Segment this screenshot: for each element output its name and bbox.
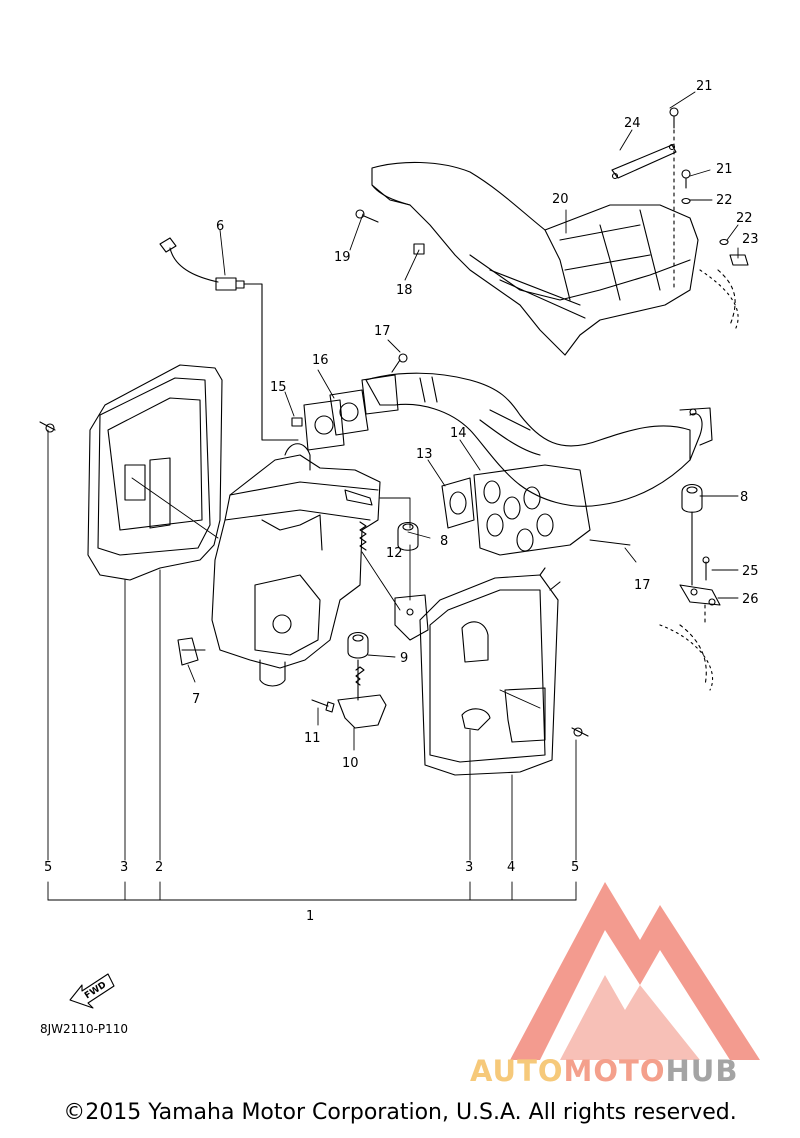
- oxygen-sensor: [159, 237, 299, 441]
- callout-1: 1: [306, 909, 314, 924]
- callout-labels: 21 24 21 22 20 22 23 19 18 6 17 16 15 13…: [44, 79, 759, 1001]
- damper-8-left: [397, 521, 419, 551]
- muffler-cover-right: [419, 567, 561, 776]
- watermark-part-moto: MOTO: [563, 1054, 666, 1088]
- fwd-arrow-icon: [69, 973, 115, 1009]
- callout-8: 8: [740, 490, 748, 505]
- dotted-hints: [659, 269, 739, 691]
- stay-26: [679, 584, 721, 606]
- manifold-flange: [473, 464, 591, 556]
- callout-5: 5: [44, 860, 52, 875]
- bolt-25: [702, 556, 710, 581]
- callout-12: 12: [386, 546, 403, 561]
- callout-21: 21: [696, 79, 713, 94]
- callout-17: 17: [634, 578, 651, 593]
- bracket-10: [337, 659, 387, 729]
- callout-7: 7: [192, 692, 200, 707]
- callout-25: 25: [742, 564, 759, 579]
- manifold-gasket: [441, 477, 475, 529]
- bolt-21-lower: [681, 169, 691, 189]
- callout-14: 14: [450, 426, 467, 441]
- callout-20: 20: [552, 192, 569, 207]
- gasket-16: [329, 389, 369, 436]
- callout-16: 16: [312, 353, 329, 368]
- callout-3: 3: [465, 860, 473, 875]
- nut-23: [729, 254, 749, 266]
- damper-8-right: [681, 483, 703, 513]
- callout-19: 19: [334, 250, 351, 265]
- callout-22: 22: [716, 193, 733, 208]
- watermark-part-hub: HUB: [665, 1054, 739, 1088]
- watermark-text: AUTOMOTOHUB: [470, 1054, 738, 1088]
- screw-11: [311, 699, 335, 713]
- watermark-part-auto: AUTO: [470, 1054, 564, 1088]
- flange-15: [303, 399, 345, 451]
- callout-6: 6: [216, 219, 224, 234]
- stay-bracket: [611, 143, 677, 180]
- bolt-17-upper: [391, 353, 408, 373]
- callout-5: 5: [571, 860, 579, 875]
- callout-8: 8: [440, 534, 448, 549]
- callout-11: 11: [304, 731, 321, 746]
- damper-7: [177, 637, 206, 666]
- callout-4: 4: [507, 860, 515, 875]
- callout-3: 3: [120, 860, 128, 875]
- callout-24: 24: [624, 116, 641, 131]
- spring-12: [359, 521, 367, 551]
- callout-9: 9: [400, 651, 408, 666]
- callout-17: 17: [374, 324, 391, 339]
- bolt-15: [291, 417, 303, 427]
- bolt-21-upper: [669, 107, 679, 129]
- exhaust-header-pipe: [365, 372, 713, 507]
- screw-5-left: [39, 421, 56, 433]
- callout-23: 23: [742, 232, 759, 247]
- screw-5-right: [571, 727, 589, 737]
- callout-18: 18: [396, 283, 413, 298]
- callout-22: 22: [736, 211, 753, 226]
- collar-18: [413, 243, 425, 255]
- callout-2: 2: [155, 860, 163, 875]
- copyright-notice: ©2015 Yamaha Motor Corporation, U.S.A. A…: [63, 1100, 737, 1125]
- washer-22-a: [681, 197, 691, 205]
- diagram-code: 8JW2110-P110: [40, 1022, 129, 1036]
- washer-22-b: [719, 238, 729, 246]
- bolt-19: [355, 209, 379, 223]
- muffler-cover-left: [87, 364, 223, 581]
- callout-10: 10: [342, 756, 359, 771]
- damper-9: [347, 631, 369, 659]
- callout-21: 21: [716, 162, 733, 177]
- callout-26: 26: [742, 592, 759, 607]
- leader-lines: [47, 91, 739, 901]
- muffler-body: [211, 443, 381, 687]
- callout-15: 15: [270, 380, 287, 395]
- watermark-logo: [510, 882, 760, 1060]
- heat-shield-upper: [371, 161, 699, 356]
- callout-13: 13: [416, 447, 433, 462]
